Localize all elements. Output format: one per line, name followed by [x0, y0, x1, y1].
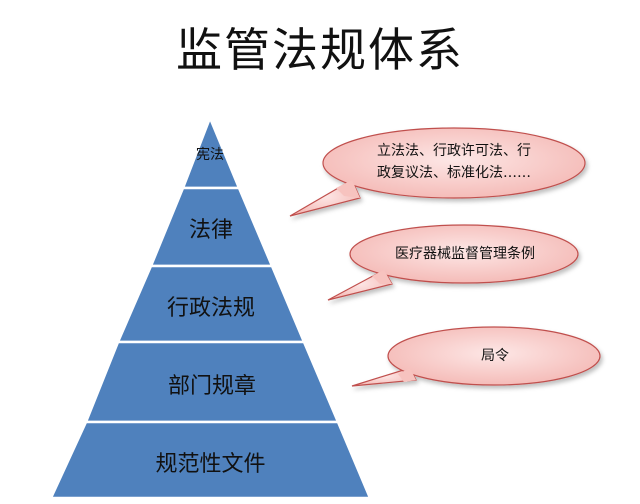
callout-1-text: 立法法、行政许可法、行 政复议法、标准化法……: [344, 140, 564, 184]
pyramid-label-constitution: 宪法: [196, 147, 224, 163]
pyramid-label-dept-rule: 部门规章: [167, 374, 256, 399]
callout-1-line-1: 立法法、行政许可法、行: [377, 143, 531, 159]
pyramid-label-admin-regulation: 行政法规: [166, 296, 255, 321]
callout-3-text: 局令: [440, 345, 550, 367]
callout-3: [351, 326, 601, 387]
callout-1: [289, 127, 586, 217]
pyramid-label-law: 法律: [188, 218, 233, 243]
callout-3-line-1: 局令: [481, 348, 509, 364]
callout-2-line-1: 医疗器械监督管理条例: [395, 246, 535, 262]
callout-2-text: 医疗器械监督管理条例: [360, 243, 570, 265]
pyramid-label-normative-doc: 规范性文件: [155, 452, 266, 477]
callout-1-line-2: 政复议法、标准化法……: [377, 165, 531, 181]
callout-2: [327, 224, 579, 301]
pyramid-tier-normative-doc: [49, 420, 372, 500]
pyramid: [49, 114, 372, 500]
page-title: 监管法规体系: [176, 23, 464, 77]
